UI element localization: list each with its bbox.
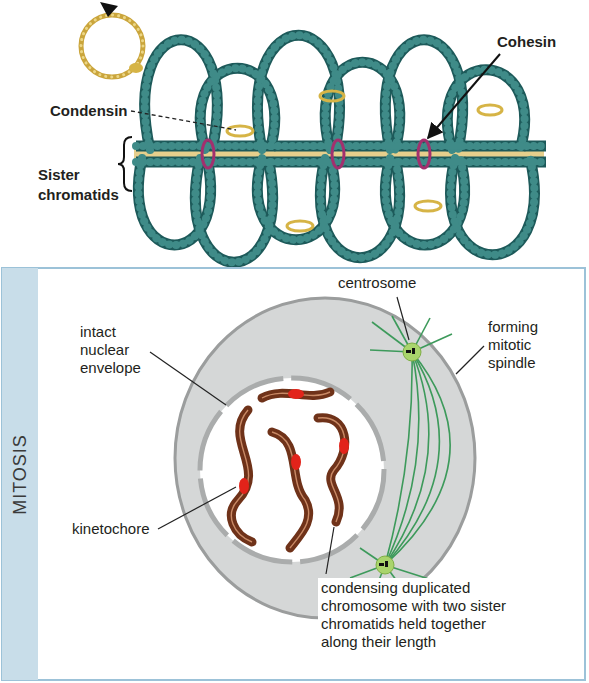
part-label: Sister chromatids — [38, 165, 118, 205]
cell — [175, 298, 475, 618]
centriole — [412, 348, 415, 354]
chromatid-split — [231, 410, 252, 542]
chromatid-split — [231, 392, 344, 548]
chromosomes — [231, 392, 344, 548]
nuclear-envelope — [200, 378, 384, 562]
condensin-ring — [415, 201, 441, 211]
chromosome — [272, 432, 309, 548]
nucleus — [200, 378, 384, 562]
cohesin-rings — [202, 140, 430, 168]
condensin-complex — [81, 15, 143, 77]
cohesin-ring — [202, 140, 214, 168]
condensin-complex — [81, 15, 143, 77]
part-label: condensing duplicated chromosome with tw… — [318, 578, 524, 652]
nucleosome-beads — [451, 158, 535, 255]
chromosome — [231, 410, 252, 542]
cohesin-ring — [332, 140, 344, 168]
leader-line — [158, 487, 236, 529]
condensin-ring — [478, 105, 502, 115]
kinetochore — [288, 389, 304, 399]
spindle-fibre — [385, 352, 450, 565]
leader-line — [326, 527, 334, 574]
leader-line — [150, 352, 226, 405]
chromosome — [318, 418, 345, 522]
condensin-ring — [287, 221, 313, 231]
nucleosome-beads — [136, 35, 546, 262]
panel-frame — [2, 268, 585, 680]
part-label: intact nuclear envelope — [80, 323, 152, 377]
part-label: centrosome — [338, 274, 416, 292]
kinetochore — [239, 478, 249, 494]
centrosome — [403, 343, 421, 361]
condensin-ring — [227, 126, 253, 136]
condensin-ring — [320, 91, 344, 101]
spindle-fibre — [385, 352, 439, 565]
spindle-fibre — [385, 352, 419, 565]
leader-line — [397, 297, 409, 340]
condensin-head — [129, 63, 143, 73]
part-label: Cohesin — [497, 32, 556, 52]
cohesin-ring — [418, 140, 430, 168]
part-label: kinetochore — [72, 520, 150, 538]
condensin-rings — [227, 91, 502, 231]
centrosome — [376, 556, 394, 574]
leader-lines — [150, 297, 484, 574]
spindle-fibre — [385, 352, 429, 565]
chromatin-loops — [136, 35, 546, 262]
centriole — [379, 563, 384, 566]
panel-title: MITOSIS — [10, 434, 31, 515]
leader-line — [456, 346, 484, 374]
nucleosome-beads — [447, 70, 524, 150]
part-label: forming mitotic spindle — [488, 318, 560, 372]
kinetochore — [339, 438, 349, 454]
centriole — [406, 350, 411, 353]
bracket — [118, 137, 132, 191]
spindle-fibre — [385, 352, 412, 565]
kinetochores — [239, 389, 349, 494]
centriole — [385, 561, 388, 567]
pointer-arrowhead — [100, 2, 118, 17]
chromatid-split — [318, 418, 345, 522]
leader-arrow — [428, 54, 500, 138]
part-label: Condensin — [50, 101, 128, 121]
leader-line — [131, 111, 236, 130]
kinetochore — [291, 454, 301, 470]
stage-band: MITOSIS — [2, 268, 38, 680]
chromatid-split — [272, 432, 309, 548]
